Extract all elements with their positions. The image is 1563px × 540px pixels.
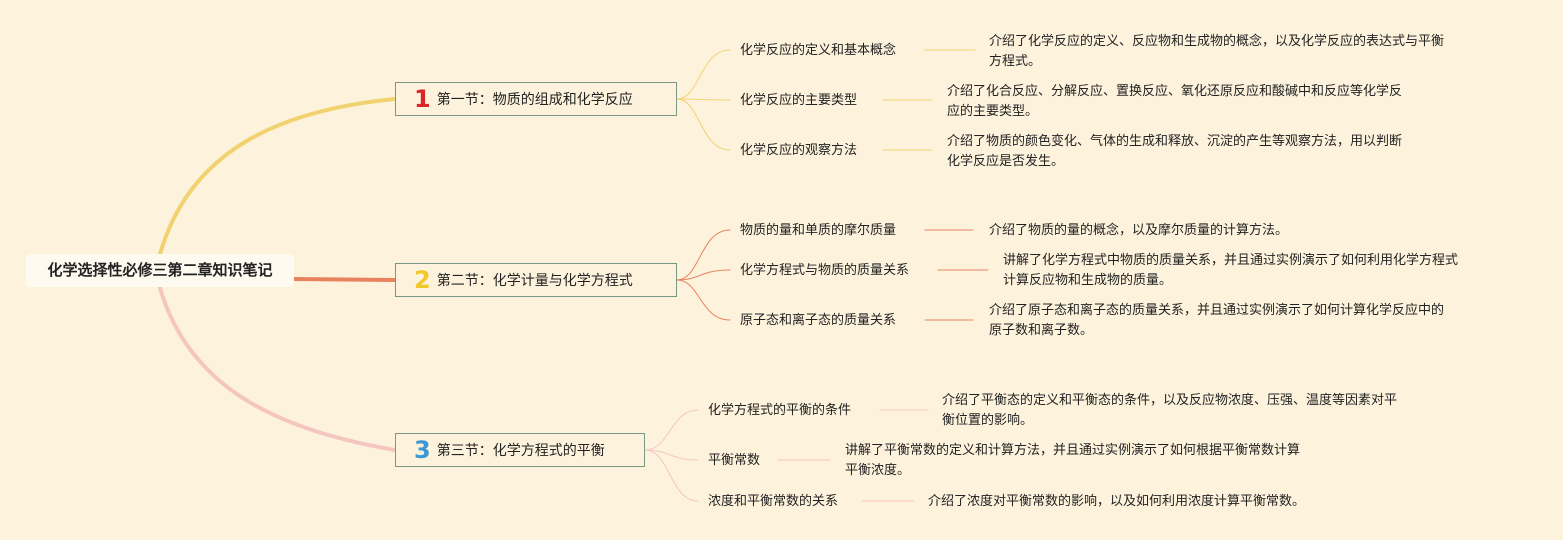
connector-s1-topic-3	[676, 98, 731, 151]
section-title-3: 第三节：化学方程式的平衡	[436, 443, 605, 459]
connector-s3-topic-2	[644, 449, 699, 461]
connector-s2-topic-2	[676, 269, 731, 281]
connector-s2-topic-1	[676, 229, 731, 281]
topic-1-3[interactable]: 化学反应的观察方法	[740, 143, 858, 158]
topic-3-2-desc: 讲解了平衡常数的定义和计算方法，并且通过实例演示了如何根据平衡常数计算平衡浓度。	[845, 443, 1301, 478]
connector-s1-topic-1	[676, 49, 731, 100]
topic-2-2[interactable]: 化学方程式与物质的质量关系	[740, 263, 910, 278]
connector-s3-topic-3	[644, 449, 699, 502]
topic-2-3-desc: 介绍了原子态和离子态的质量关系，并且通过实例演示了如何计算化学反应中的原子数和离…	[989, 303, 1445, 338]
section-number-2: 2	[414, 266, 431, 294]
topic-1-2[interactable]: 化学反应的主要类型	[740, 93, 858, 108]
topic-3-3-desc: 介绍了浓度对平衡常数的影响，以及如何利用浓度计算平衡常数。	[928, 494, 1306, 509]
topic-3-2[interactable]: 平衡常数	[708, 453, 761, 468]
topic-2-2-desc: 讲解了化学方程式中物质的质量关系，并且通过实例演示了如何利用化学方程式计算反应物…	[1003, 253, 1459, 288]
topic-3-3[interactable]: 浓度和平衡常数的关系	[708, 494, 839, 509]
connector-s3-topic-1	[644, 409, 699, 451]
section-node-2[interactable]: 2 第二节：化学计量与化学方程式	[395, 263, 677, 297]
topic-1-2-desc: 介绍了化合反应、分解反应、置换反应、氧化还原反应和酸碱中和反应等化学反应的主要类…	[947, 84, 1403, 119]
connector-s1-topic-2	[676, 98, 731, 101]
connector-s2-topic-3	[676, 279, 731, 321]
section-title-2: 第二节：化学计量与化学方程式	[436, 273, 633, 289]
topic-3-1-desc: 介绍了平衡态的定义和平衡态的条件，以及反应物浓度、压强、温度等因素对平衡位置的影…	[942, 393, 1398, 428]
topic-3-1[interactable]: 化学方程式的平衡的条件	[708, 403, 852, 418]
topic-1-1[interactable]: 化学反应的定义和基本概念	[740, 43, 897, 58]
topic-2-1[interactable]: 物质的量和单质的摩尔质量	[740, 223, 897, 238]
root-node[interactable]: 化学选择性必修三第二章知识笔记	[26, 254, 294, 287]
section-number-3: 3	[414, 436, 431, 464]
section-node-1[interactable]: 1 第一节：物质的组成和化学反应	[395, 82, 677, 116]
topic-2-1-desc: 介绍了物质的量的概念，以及摩尔质量的计算方法。	[989, 223, 1289, 238]
section-title-1: 第一节：物质的组成和化学反应	[436, 92, 633, 108]
section-node-3[interactable]: 3 第三节：化学方程式的平衡	[395, 433, 645, 467]
section-number-1: 1	[414, 85, 431, 113]
connector-root-section-3	[158, 286, 397, 452]
topic-1-1-desc: 介绍了化学反应的定义、反应物和生成物的概念，以及化学反应的表达式与平衡方程式。	[989, 34, 1445, 69]
connector-root-section-2	[292, 277, 397, 282]
topic-2-3[interactable]: 原子态和离子态的质量关系	[740, 313, 897, 328]
connector-root-section-1	[158, 97, 397, 256]
topic-1-3-desc: 介绍了物质的颜色变化、气体的生成和释放、沉淀的产生等观察方法，用以判断化学反应是…	[947, 134, 1403, 169]
